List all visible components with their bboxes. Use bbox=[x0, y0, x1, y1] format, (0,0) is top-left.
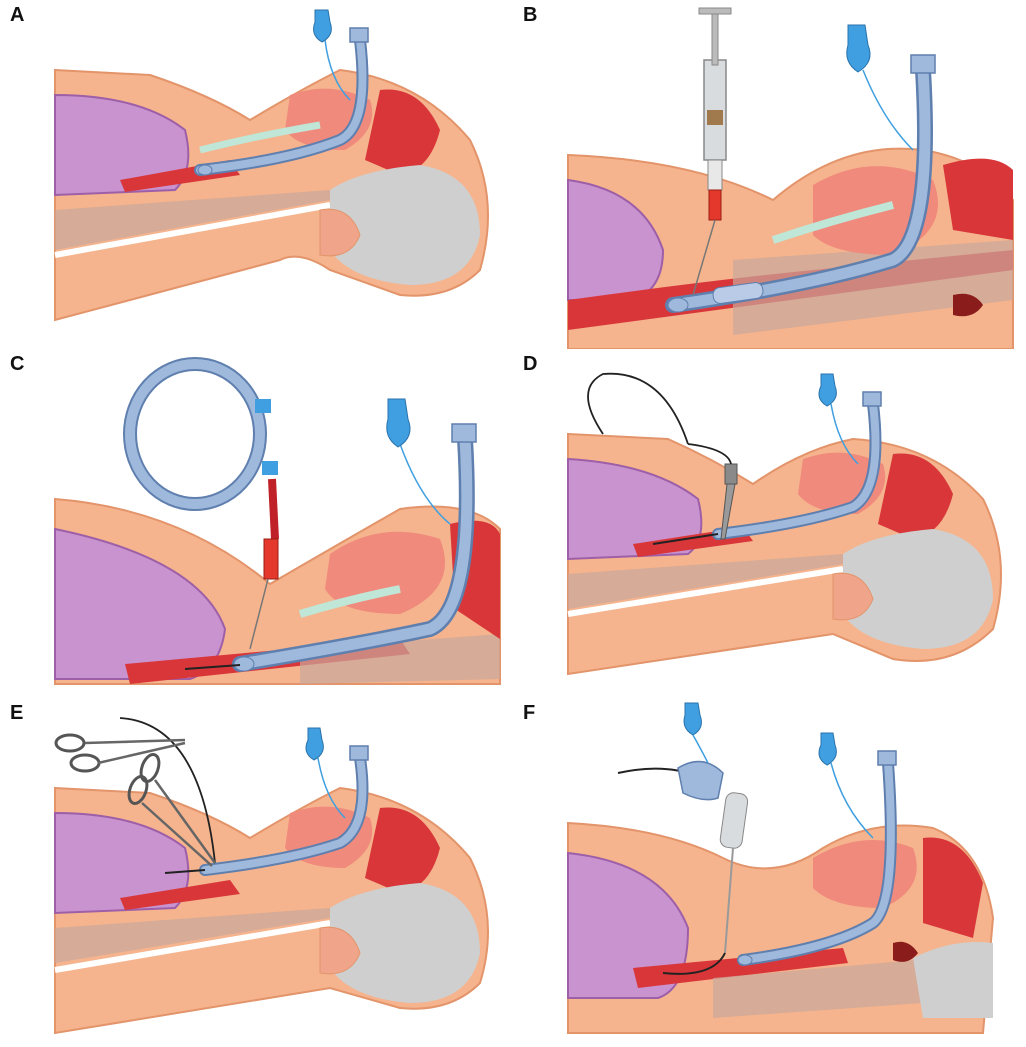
endotracheal-tube-icon bbox=[194, 27, 369, 176]
endotracheal-tube-icon bbox=[652, 391, 882, 545]
panel-e: E bbox=[0, 698, 513, 1047]
panel-letter: F bbox=[523, 702, 536, 724]
endotracheal-tube-icon bbox=[737, 750, 897, 966]
pilot-balloon-icon bbox=[818, 732, 874, 839]
panel-e-anatomy bbox=[54, 717, 489, 1035]
syringe-icon bbox=[692, 7, 732, 296]
pilot-balloon-icon bbox=[846, 24, 914, 151]
panel-a: A bbox=[0, 0, 513, 349]
panel-d-anatomy bbox=[567, 372, 1002, 676]
pilot-balloon-icon bbox=[313, 9, 351, 101]
guidewire-coil-icon bbox=[123, 357, 279, 650]
neck-anatomy bbox=[567, 821, 995, 1034]
panel-c-anatomy bbox=[54, 357, 501, 685]
panel-letter: B bbox=[523, 4, 538, 26]
panel-d: D bbox=[513, 349, 1026, 698]
panel-letter: A bbox=[10, 4, 25, 26]
endotracheal-tube-icon bbox=[665, 54, 936, 313]
neck-anatomy bbox=[54, 68, 489, 322]
panel-letter: E bbox=[10, 702, 24, 724]
pilot-balloon-icon bbox=[305, 727, 346, 819]
panel-f: F bbox=[513, 698, 1026, 1047]
panel-b: B bbox=[513, 0, 1026, 349]
pilot-balloon-icon bbox=[818, 373, 859, 465]
panel-b-anatomy bbox=[567, 7, 1014, 349]
dilator-icon bbox=[587, 372, 738, 540]
neck-anatomy bbox=[567, 432, 1002, 676]
panel-letter: C bbox=[10, 353, 25, 375]
pilot-balloon-icon bbox=[386, 398, 451, 525]
panel-c: C bbox=[0, 349, 513, 698]
neck-anatomy bbox=[54, 786, 489, 1035]
panel-a-anatomy bbox=[54, 9, 489, 322]
endotracheal-tube-icon bbox=[164, 745, 369, 876]
tracheostomy-cannula-icon bbox=[617, 702, 749, 975]
panel-letter: D bbox=[523, 353, 538, 375]
neck-anatomy bbox=[567, 147, 1014, 349]
forceps-icon bbox=[54, 717, 217, 867]
endotracheal-tube-icon bbox=[184, 423, 477, 672]
panel-f-anatomy bbox=[567, 702, 995, 1034]
